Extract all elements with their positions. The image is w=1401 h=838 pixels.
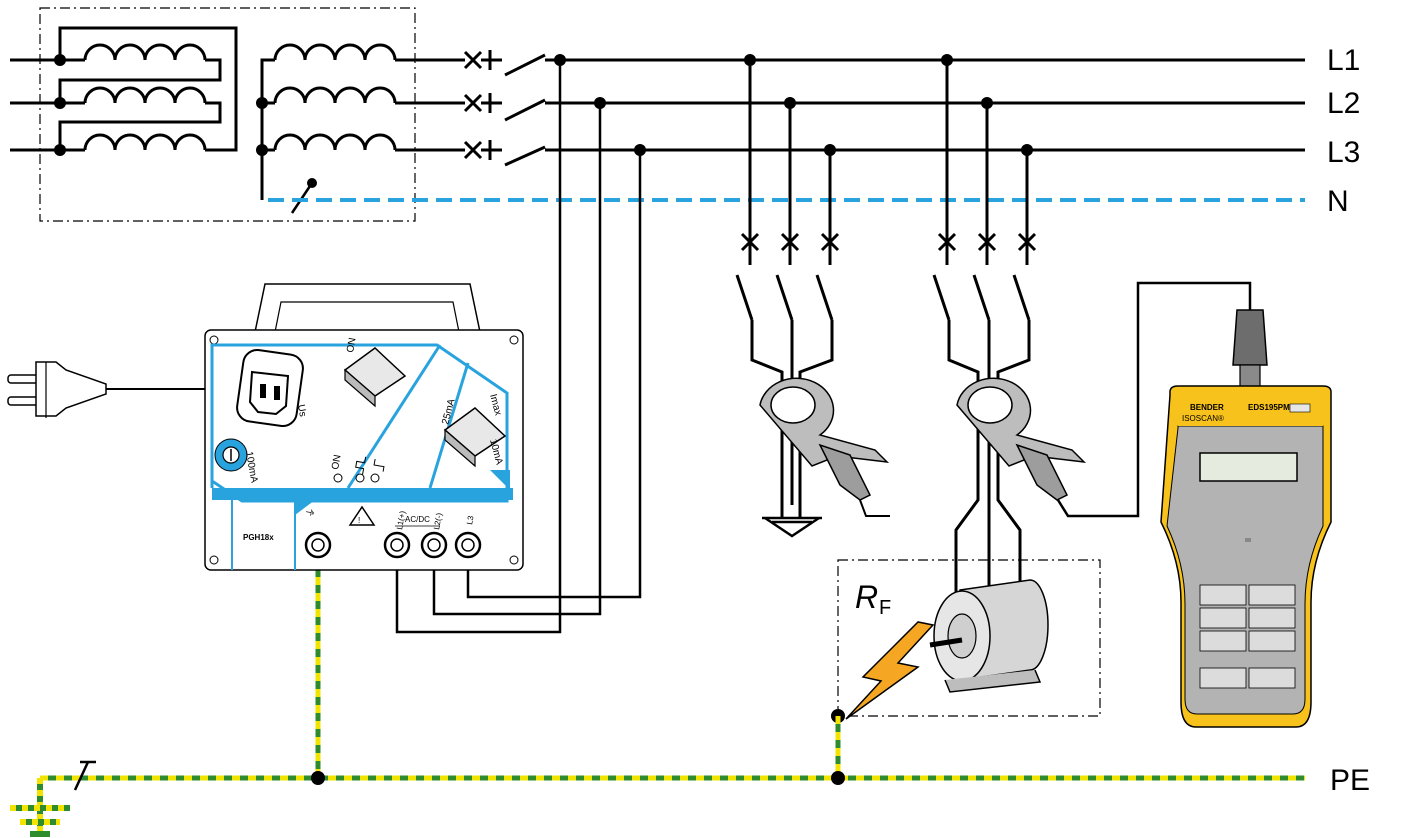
pgh-l2-label: L2(-) [432,512,444,531]
ground-symbol [762,516,822,538]
status-lamp-2 [370,473,380,483]
pgh-test-device: Us ON 25mA Imax 10mA 100mA ON PGH18x ⏚ [204,283,524,571]
earth-icon [10,778,70,837]
eds-model: EDS195PM [1248,403,1290,412]
label-l3: L3 [1327,136,1360,169]
branch-1 [735,54,890,538]
label-l2: L2 [1327,87,1360,120]
branch-2 [932,54,1252,595]
terminal-l2[interactable] [420,531,448,559]
pgh-model-label: PGH18x [243,533,274,542]
pgh-on-switch-label: ON [345,337,358,354]
pgh-feed-wires [395,60,642,634]
warning-exclamation: ! [358,516,360,525]
motor-fault-area: R F [831,559,1101,723]
clamp-cable [1056,281,1252,518]
power-inlet [236,348,304,428]
current-clamp-1 [759,377,890,517]
eds-name: ISOSCAN® [1182,414,1224,423]
step-icon [373,458,385,472]
label-n: N [1327,185,1349,218]
pgh-earth-label: ⏚ [304,507,318,519]
motor [929,579,1049,693]
terminal-l3[interactable] [454,531,482,559]
eds-keypad[interactable] [1199,584,1296,689]
current-clamp-2 [956,377,1087,501]
terminal-l1[interactable] [383,531,411,559]
pgh-on-lamp-label: ON [330,454,343,471]
range-switch[interactable] [443,407,507,468]
warning-icon [348,505,376,526]
main-bus [268,50,1305,202]
pgh-l3-label: L3 [465,514,476,525]
fault-resistance-subscript: F [879,597,891,619]
eds-brand: BENDER [1190,403,1224,412]
status-lamp-1 [355,473,365,483]
pgh-fuse-label: 100mA [243,451,259,484]
label-l1: L1 [1327,44,1360,77]
terminal-earth[interactable] [304,531,332,559]
pgh-l1-label: L1(+) [395,510,407,531]
transformer [10,7,416,222]
pgh-us-label: Us [295,404,308,418]
on-switch[interactable] [343,347,407,408]
pulse-icon [355,456,367,475]
lightning-icon [845,621,935,720]
label-pe: PE [1330,764,1370,797]
fault-resistance-label: R [855,579,878,615]
eds-handheld: BENDER EDS195PM ISOSCAN® [1160,309,1332,728]
eds-display [1199,452,1298,482]
main-breaker [463,50,546,167]
pgh-acdc-label: AC/DC [405,515,430,524]
pe-conductor [10,545,1305,837]
eds-symbol-icon [1289,403,1311,413]
pgh-imax-label: Imax [487,393,503,417]
on-lamp [333,473,343,483]
